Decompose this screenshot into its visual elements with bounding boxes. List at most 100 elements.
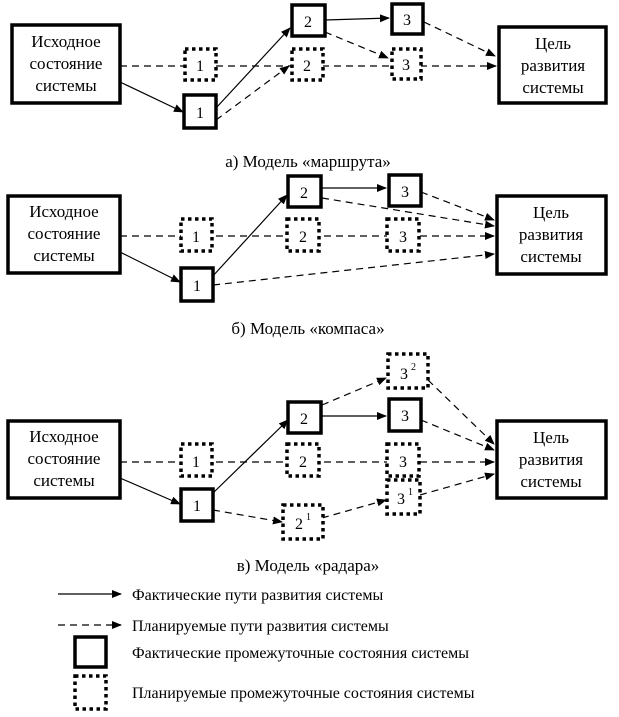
panel-radar-model: Исходное состояние системы Цель развития…	[6, 352, 608, 575]
actual-path	[211, 194, 288, 278]
actual-node: 2	[290, 3, 327, 38]
legend-actual-states: Фактические промежуточные состояния сист…	[73, 635, 469, 669]
planned-node: 2 1	[281, 503, 325, 541]
svg-text:2: 2	[300, 185, 308, 202]
start-box-line-3: системы	[33, 246, 95, 265]
actual-path	[119, 251, 181, 283]
svg-text:2: 2	[303, 58, 311, 75]
start-box-line-1: Исходное	[31, 32, 100, 51]
actual-path	[119, 477, 181, 505]
svg-text:1: 1	[408, 487, 413, 498]
svg-text:Фактические пути развития сист: Фактические пути развития системы	[132, 587, 384, 604]
actual-node: 3	[390, 2, 425, 36]
goal-box-line-2: развития	[519, 450, 583, 469]
svg-text:2: 2	[304, 14, 312, 31]
svg-text:1: 1	[196, 58, 204, 75]
svg-text:Планируемые пути развития сист: Планируемые пути развития системы	[132, 618, 389, 635]
planned-path	[427, 379, 495, 445]
actual-path	[211, 419, 289, 495]
actual-node: 1	[182, 93, 218, 130]
planned-path	[324, 31, 389, 59]
planned-node: 3	[385, 442, 421, 478]
goal-box-line-1: Цель	[535, 34, 571, 53]
planned-node: 2	[285, 442, 321, 478]
goal-box-line-2: развития	[521, 56, 585, 75]
goal-box-line-2: развития	[519, 225, 583, 244]
actual-path	[215, 27, 291, 109]
planned-path	[321, 377, 387, 406]
start-state-box: Исходное состояние системы	[10, 23, 122, 105]
panel-caption: в) Модель «радара»	[237, 556, 380, 575]
start-state-box: Исходное состояние системы	[6, 194, 122, 275]
svg-text:2: 2	[411, 362, 416, 373]
planned-node: 3	[385, 217, 421, 253]
svg-text:Фактические промежуточные сост: Фактические промежуточные состояния сист…	[132, 645, 469, 662]
svg-text:1: 1	[192, 454, 200, 471]
start-box-line-2: состояние	[30, 54, 103, 73]
goal-box: Цель развития системы	[497, 25, 608, 105]
panel-route-model: Исходное состояние системы Цель развития…	[10, 2, 608, 171]
start-box-line-1: Исходное	[29, 202, 98, 221]
planned-node: 3 2	[386, 352, 430, 390]
panel-compass-model: Исходное состояние системы Цель развития…	[6, 173, 608, 338]
planned-node: 3	[390, 47, 423, 81]
goal-box-line-3: системы	[522, 78, 584, 97]
planned-path	[212, 251, 495, 286]
svg-text:3: 3	[399, 454, 407, 471]
goal-box-line-1: Цель	[533, 203, 569, 222]
legend-planned-states: Планируемые промежуточные состояния сист…	[73, 674, 475, 711]
goal-box-line-3: системы	[520, 247, 582, 266]
svg-text:1: 1	[193, 498, 201, 515]
start-state-box: Исходное состояние системы	[6, 419, 122, 500]
planned-path	[321, 197, 495, 229]
svg-text:3: 3	[402, 57, 410, 74]
planned-path	[321, 498, 387, 519]
goal-box-line-1: Цель	[533, 428, 569, 447]
start-box-line-2: состояние	[28, 224, 101, 243]
svg-text:2: 2	[300, 411, 308, 428]
actual-node: 1	[179, 266, 215, 303]
planned-path	[419, 472, 495, 496]
svg-text:1: 1	[306, 512, 311, 523]
panel-caption: а) Модель «маршрута»	[225, 152, 391, 171]
planned-node: 1	[179, 217, 214, 253]
goal-box: Цель развития системы	[495, 194, 608, 276]
goal-box-line-3: системы	[520, 472, 582, 491]
svg-text:3: 3	[403, 12, 411, 29]
planned-node: 2	[290, 47, 325, 82]
actual-node: 1	[179, 487, 215, 523]
planned-path	[420, 419, 495, 451]
actual-node: 2	[286, 174, 323, 209]
svg-text:1: 1	[192, 229, 200, 246]
actual-path	[324, 14, 390, 23]
svg-text:3: 3	[400, 366, 408, 383]
planned-node: 1	[183, 47, 218, 82]
legend-actual-paths: Фактические пути развития системы	[58, 587, 384, 604]
goal-box: Цель развития системы	[495, 419, 608, 500]
svg-text:3: 3	[399, 229, 407, 246]
planned-node: 1	[179, 442, 214, 478]
actual-node: 2	[286, 400, 323, 435]
start-box-line-1: Исходное	[29, 427, 98, 446]
planned-path	[212, 509, 283, 525]
start-box-line-3: системы	[35, 76, 97, 95]
planned-path	[420, 191, 495, 221]
planned-node: 2	[285, 217, 321, 253]
actual-node: 3	[387, 397, 423, 433]
legend: Фактические пути развития системы Планир…	[58, 587, 475, 711]
svg-text:2: 2	[299, 454, 307, 471]
svg-text:1: 1	[193, 278, 201, 295]
svg-text:1: 1	[196, 105, 204, 122]
start-box-line-3: системы	[33, 471, 95, 490]
panel-caption: б) Модель «компаса»	[231, 319, 384, 338]
svg-text:3: 3	[397, 491, 405, 508]
svg-text:3: 3	[401, 408, 409, 425]
svg-text:2: 2	[299, 229, 307, 246]
planned-path	[215, 65, 290, 121]
svg-text:2: 2	[295, 516, 303, 533]
start-box-line-2: состояние	[28, 449, 101, 468]
planned-node: 3 1	[385, 478, 422, 516]
svg-text:3: 3	[401, 184, 409, 201]
planned-path	[423, 21, 496, 57]
